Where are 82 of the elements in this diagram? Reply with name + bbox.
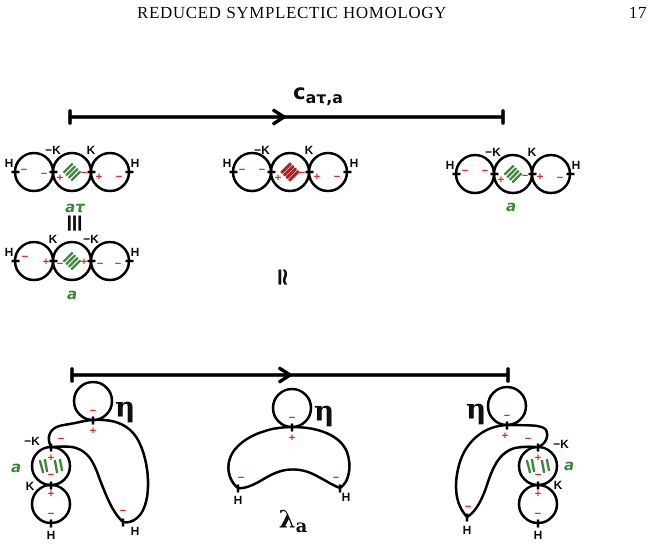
sign-label: −	[90, 405, 96, 417]
puncture-label: H	[446, 158, 454, 172]
sign-label: +	[56, 172, 64, 184]
sign-label: +	[502, 430, 508, 442]
puncture-label: K	[554, 478, 562, 492]
sign-label: +	[274, 172, 282, 184]
sign-label: +	[498, 174, 504, 186]
sign-label: +	[80, 256, 88, 268]
sign-label: −	[522, 170, 528, 182]
sign-label: +	[536, 171, 544, 183]
isomorphism-symbol: ≃	[269, 266, 297, 288]
sign-label: −	[238, 472, 244, 484]
sign-label: −	[524, 433, 532, 445]
puncture-label: H	[350, 156, 358, 170]
sign-label: −	[556, 172, 564, 184]
class-label: a	[66, 285, 78, 303]
puncture-label: H	[4, 156, 14, 170]
puncture-label: K	[86, 143, 96, 157]
puncture-label: H	[342, 490, 350, 504]
sign-label: −	[534, 508, 542, 520]
curve-label: η	[114, 390, 136, 424]
sign-label: −	[48, 508, 54, 520]
sign-label: −	[58, 433, 64, 445]
sign-label: +	[48, 452, 54, 464]
puncture-label: K	[26, 479, 34, 493]
sign-label: +	[534, 488, 542, 500]
puncture-label: H	[4, 245, 14, 259]
sign-label: −	[22, 251, 28, 263]
sign-label: +	[96, 171, 102, 183]
puncture-label: H	[130, 524, 140, 538]
sign-label: −	[462, 165, 468, 177]
page-header: REDUCED SYMPLECTIC HOMOLOGY	[137, 3, 447, 23]
puncture-label: K	[304, 143, 314, 157]
sign-label: −	[80, 167, 88, 179]
puncture-label: H	[534, 528, 542, 542]
sign-label: −	[48, 469, 54, 481]
sign-label: +	[48, 488, 54, 500]
puncture-label: −K	[254, 143, 270, 157]
sign-label: +	[42, 256, 50, 268]
sign-label: +	[534, 452, 542, 464]
map-label: c$_{aτ,a}$	[293, 80, 343, 104]
sign-label: −	[96, 258, 104, 270]
puncture-label: H	[46, 528, 56, 542]
sign-label: −	[504, 410, 510, 422]
sign-label: −	[56, 258, 64, 270]
sign-label: +	[288, 432, 296, 444]
puncture-label: −K	[553, 437, 569, 451]
sign-label: −	[20, 164, 28, 176]
puncture-label: −K	[485, 145, 501, 159]
sign-label: −	[120, 505, 126, 517]
puncture-label: K	[48, 232, 58, 246]
sign-label: −	[482, 165, 488, 177]
class-label: a	[506, 197, 516, 215]
sign-label: −	[332, 472, 340, 484]
puncture-label: H	[572, 158, 580, 172]
puncture-label: H	[222, 156, 232, 170]
puncture-label: −K	[83, 232, 99, 246]
sign-label: −	[288, 412, 296, 424]
sign-label: −	[114, 258, 122, 270]
puncture-label: −K	[24, 434, 40, 448]
curve-label: η	[466, 392, 486, 426]
sign-label: −	[238, 164, 246, 176]
puncture-label: H	[234, 493, 242, 507]
sign-label: +	[314, 171, 320, 183]
sign-label: −	[334, 171, 340, 183]
page-number: 17	[628, 3, 648, 23]
sign-label: −	[116, 171, 122, 183]
class-label: a	[564, 456, 574, 474]
puncture-label: −K	[45, 143, 61, 157]
sign-label: −	[464, 501, 472, 513]
sign-label: −	[258, 164, 266, 176]
curve-label: λ$_{a}$	[278, 504, 308, 534]
sign-label: −	[534, 469, 542, 481]
puncture-label: H	[462, 523, 472, 537]
puncture-label: H	[130, 245, 140, 259]
sign-label: −	[298, 167, 306, 179]
sign-label: −	[40, 168, 48, 180]
curve-label: η	[314, 394, 334, 428]
puncture-label: K	[528, 145, 536, 159]
class-label: a	[10, 458, 22, 476]
puncture-label: H	[130, 156, 140, 170]
sign-label: +	[90, 425, 96, 437]
